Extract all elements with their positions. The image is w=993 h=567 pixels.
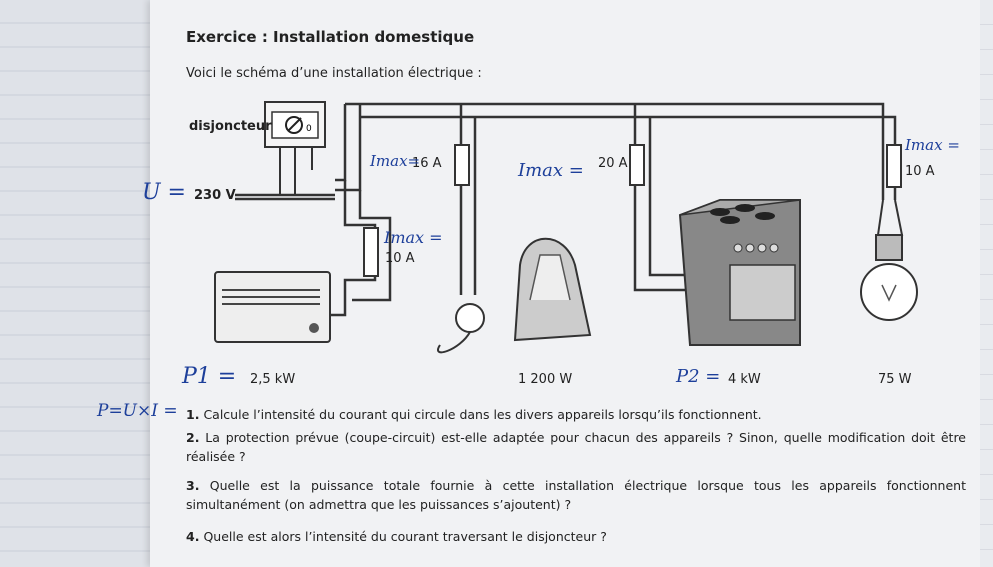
fuse-lamp xyxy=(886,144,902,188)
fuse-oven xyxy=(629,144,645,186)
fuse-heater-label: 10 A xyxy=(385,251,415,266)
handwritten-p2: P2 = xyxy=(676,366,721,387)
oven xyxy=(678,199,801,346)
breaker-label: disjoncteur xyxy=(189,119,272,134)
handwritten-imax-oven: Imax = xyxy=(518,160,584,181)
fuse-iron xyxy=(454,144,470,186)
question-4: 4. Quelle est alors l’intensité du coura… xyxy=(186,527,966,546)
question-number: 4. xyxy=(186,529,200,544)
heater xyxy=(214,271,331,343)
intro-text: Voici le schéma d’une installation élect… xyxy=(186,66,482,81)
handwritten-u-equals: U = xyxy=(142,180,186,205)
background-notebook-left xyxy=(0,0,150,567)
fuse-oven-label: 20 A xyxy=(598,156,628,171)
question-text: Quelle est alors l’intensité du courant … xyxy=(203,529,607,544)
power-iron-label: 1 200 W xyxy=(518,372,572,387)
power-heater-label: 2,5 kW xyxy=(250,372,295,387)
question-text: Calcule l’intensité du courant qui circu… xyxy=(203,407,762,422)
fuse-iron-label: 16 A xyxy=(412,156,442,171)
breaker: 0 xyxy=(264,101,326,195)
question-2: 2. La protection prévue (coupe-circuit) … xyxy=(186,428,966,466)
question-number: 2. xyxy=(186,430,200,445)
power-lamp-label: 75 W xyxy=(878,372,912,387)
question-number: 1. xyxy=(186,407,200,422)
exercise-title: Exercice : Installation domestique xyxy=(186,28,475,46)
fuse-lamp-label: 10 A xyxy=(905,164,935,179)
lamp xyxy=(860,199,918,321)
handwritten-imax-lamp: Imax = xyxy=(905,136,960,154)
question-1: 1. Calcule l’intensité du courant qui ci… xyxy=(186,405,966,424)
handwritten-imax-iron: Imax= xyxy=(370,152,421,170)
handwritten-formula: P=U×I = xyxy=(97,401,178,421)
power-oven-label: 4 kW xyxy=(728,372,761,387)
background-notebook-right xyxy=(980,0,993,567)
question-text: La protection prévue (coupe-circuit) est… xyxy=(186,430,966,464)
svg-text:0: 0 xyxy=(306,124,312,134)
handwritten-imax-heater: Imax = xyxy=(384,228,443,247)
fuse-heater xyxy=(363,227,379,277)
voltage-label: 230 V xyxy=(194,188,236,203)
question-number: 3. xyxy=(186,478,200,493)
iron xyxy=(437,237,592,354)
question-3: 3. Quelle est la puissance totale fourni… xyxy=(186,476,966,514)
question-text: Quelle est la puissance totale fournie à… xyxy=(186,478,966,512)
handwritten-p1: P1 = xyxy=(182,364,237,389)
